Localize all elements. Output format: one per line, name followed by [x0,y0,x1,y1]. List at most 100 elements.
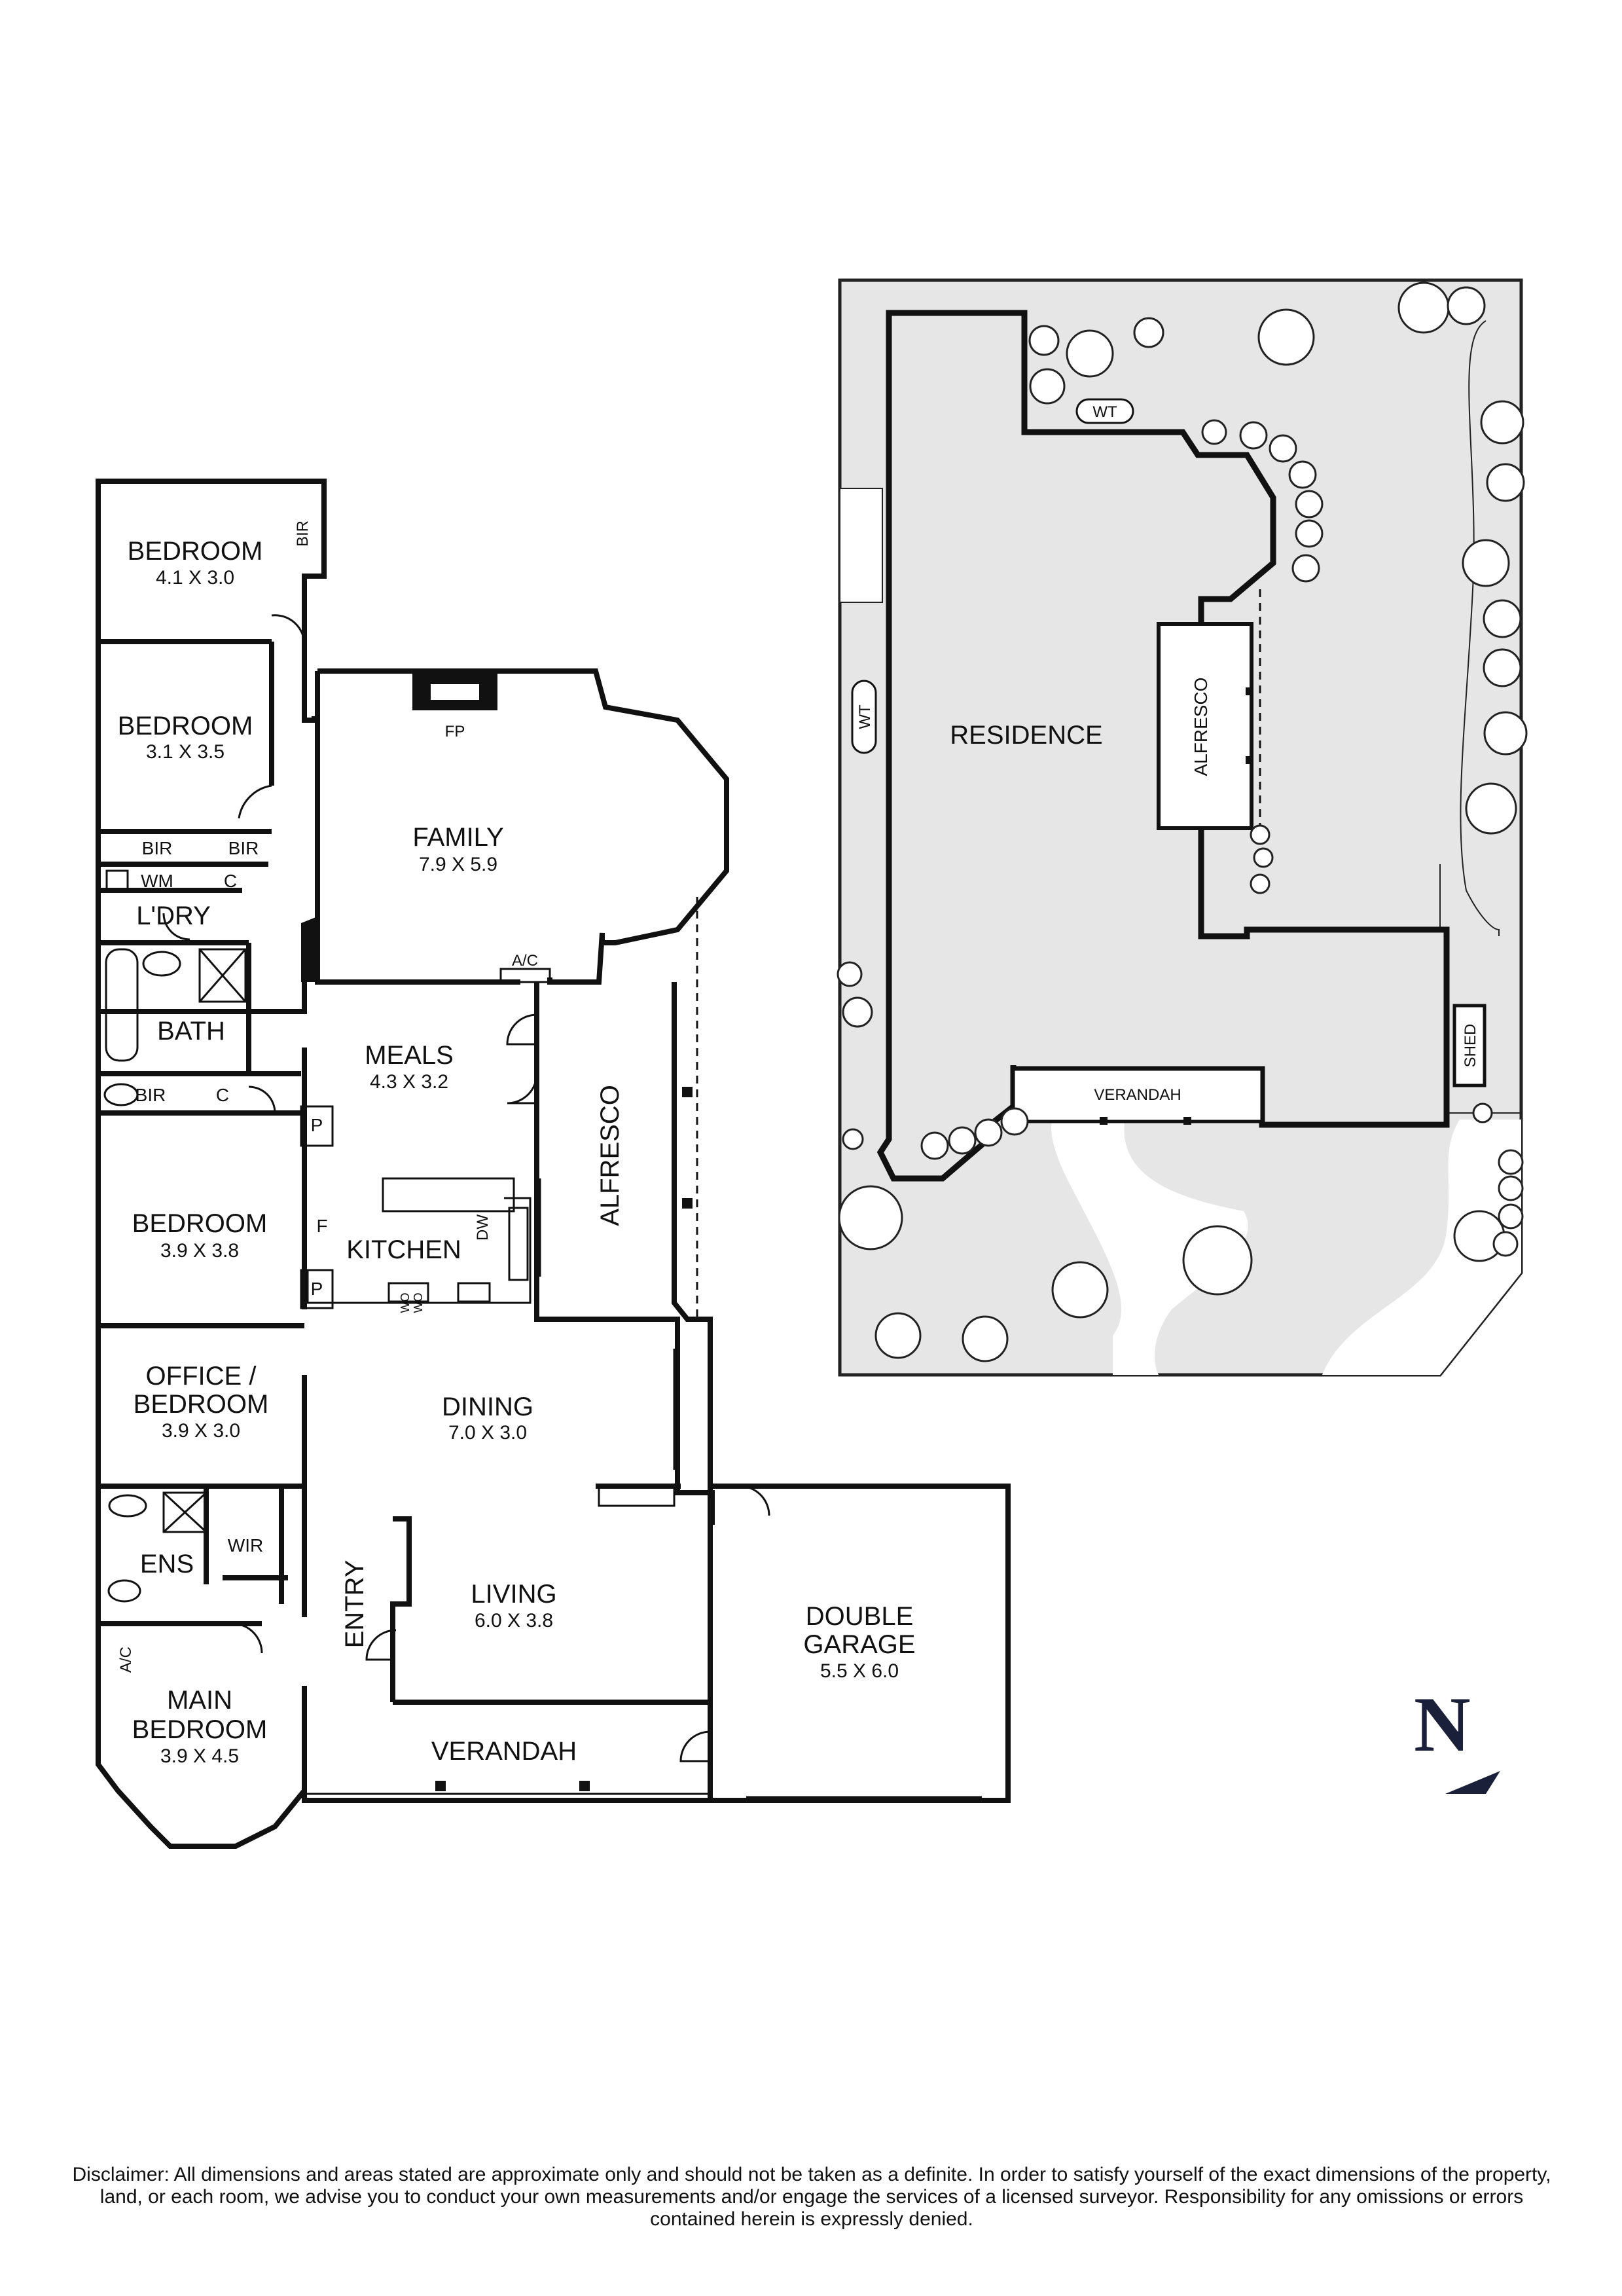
site-alfresco [1157,622,1253,830]
alfresco-name: ALFRESCO [596,1085,624,1226]
living-size: 6.0 X 3.8 [475,1610,553,1631]
meals-size: 4.3 X 3.2 [370,1071,448,1093]
disclaimer: Disclaimer: All dimensions and areas sta… [72,2164,1551,2230]
main-bedroom-name-2: BEDROOM [132,1715,268,1744]
door-arc [248,1085,276,1114]
bedroom3-name: BEDROOM [132,1209,268,1238]
laundry-name: L'DRY [136,902,211,930]
verandah-post [435,1781,446,1791]
site-wt-side [851,680,877,754]
site-wt-side-label: WT [856,704,874,729]
dining-size: 7.0 X 3.0 [448,1422,527,1444]
ens-toilet [107,1579,141,1603]
ac-label: A/C [117,1647,135,1673]
site-post [1183,1117,1191,1125]
garage-stub [598,1486,676,1507]
fp-label: FP [445,723,465,740]
bir-label: BIR [228,838,259,858]
door-arc [739,1485,770,1516]
washing-machine-box [105,869,129,893]
wm-label: WM [141,871,173,891]
alfresco-post [682,1198,693,1209]
ac-unit-family [499,968,551,983]
cooktop [457,1282,491,1303]
bedroom1-name: BEDROOM [128,537,263,566]
wo-label: WO [412,1293,425,1313]
site-trees [837,282,1528,1362]
wall-living [390,1516,412,1702]
pantry-label: P [311,1279,323,1299]
c-label: C [224,871,237,891]
house-plan: BEDROOM 4.1 X 3.0 BIR BEDROOM 3.1 X 3.5 … [96,479,1011,1849]
bedroom2-size: 3.1 X 3.5 [146,741,225,763]
site-shed [1452,1004,1487,1087]
bir-label: BIR [135,1085,166,1105]
site-post [1246,687,1253,695]
pantry-bottom [300,1269,334,1309]
lawn-area [1051,1113,1248,1375]
family-name: FAMILY [412,823,503,852]
kitchen-bench [306,1197,532,1304]
garage-name-1: DOUBLE [806,1602,914,1631]
side-boundary-curve [1460,320,1500,936]
dw-label: DW [474,1214,492,1241]
shower-x [198,949,247,1002]
verandah-line [303,1793,710,1800]
door-arc [162,913,190,941]
bedroom3-size: 3.9 X 3.8 [160,1240,239,1262]
meals-name: MEALS [365,1041,454,1070]
bath-name: BATH [157,1017,225,1046]
door-arc [238,784,272,819]
wall-oven [387,1282,429,1303]
kitchen-sink [508,1207,529,1281]
wo-label: WO [399,1293,412,1313]
fridge-label: F [316,1216,327,1236]
wall-bedroom-wings [96,1011,307,1849]
wir-name: WIR [228,1535,263,1556]
wall-family [317,668,729,985]
door-arc [507,1073,538,1104]
ac-label: A/C [512,952,538,970]
site-verandah-label: VERANDAH [1094,1086,1181,1104]
site-post [1246,756,1253,764]
site-alfresco-label: ALFRESCO [1191,678,1211,776]
dining-name: DINING [442,1393,533,1421]
wall-garage [708,1484,1011,1803]
verandah-name: VERANDAH [431,1737,577,1766]
wall-alfresco [534,982,715,1525]
site-shed-label: SHED [1462,1024,1479,1068]
wall-alfresco-east [672,982,713,1486]
north-label: N [1414,1681,1471,1768]
drive-area [1322,1120,1521,1375]
main-bedroom-size: 3.9 X 4.5 [160,1745,239,1767]
bedroom1-size: 4.1 X 3.0 [156,567,234,589]
verandah-post [579,1781,590,1791]
site-wt-top [1075,398,1134,424]
garage-name-2: GARAGE [803,1630,915,1659]
shower-x [162,1491,207,1533]
pantry-top [300,1105,334,1147]
bedroom2-name: BEDROOM [118,712,253,740]
fireplace-hearth [431,684,479,700]
ensuite-name: ENS [140,1550,194,1578]
toilet [103,1083,139,1106]
north-arrow [1445,1771,1500,1794]
side-path [839,488,883,603]
entry-name: ENTRY [340,1560,369,1649]
bir-label: BIR [142,838,173,858]
door-arc [232,1622,263,1654]
kitchen-name: KITCHEN [346,1235,461,1264]
site-plan: ALFRESCO VERANDAH RESIDENCE WT WT SHED [837,278,1528,1377]
site-residence-label: RESIDENCE [950,721,1102,750]
main-bedroom-name-1: MAIN [167,1686,232,1715]
site-post [1100,1117,1108,1125]
door-arc [271,614,306,646]
chimney-block [301,917,317,982]
family-size: 7.9 X 5.9 [419,854,497,875]
site-wt-top-label: WT [1092,403,1117,421]
office-size: 3.9 X 3.0 [162,1420,240,1442]
door-arc [506,1013,537,1046]
c-label: C [216,1085,229,1105]
living-name: LIVING [471,1580,556,1609]
bathtub [105,948,139,1062]
